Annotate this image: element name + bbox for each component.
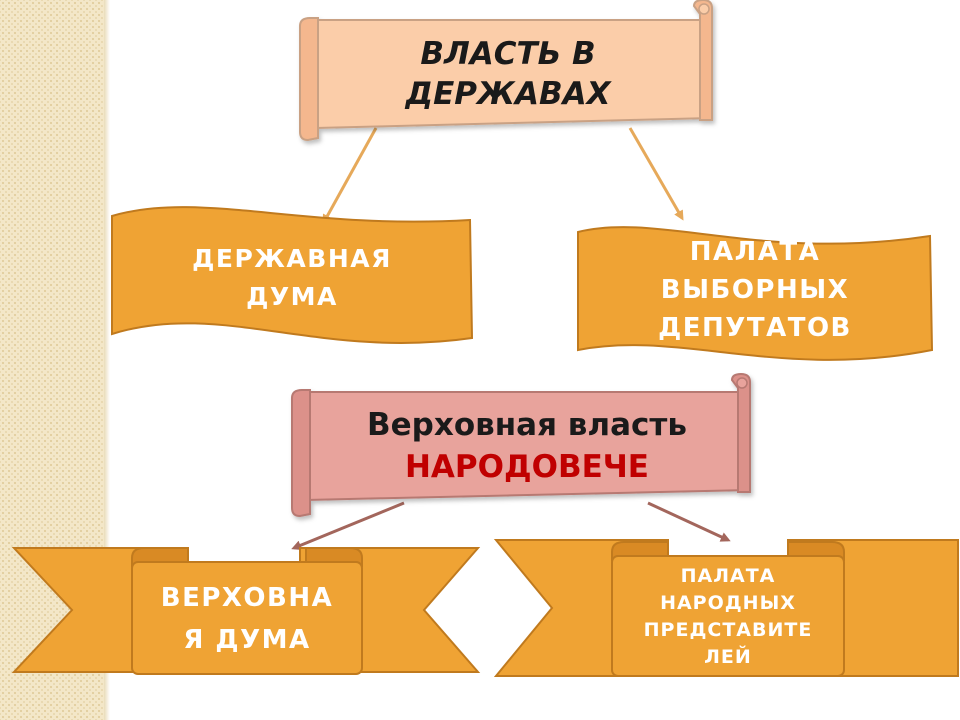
bottom-right-ribbon [493, 539, 959, 677]
top-banner-line2: ДЕРЖАВАХ [405, 76, 611, 112]
middle-scroll-banner [291, 372, 751, 518]
top-scroll-banner [299, 0, 713, 142]
bottom-right-line1: ПАЛАТА [680, 565, 776, 587]
middle-banner-label: Верховная власть НАРОДОВЕЧЕ [312, 400, 742, 492]
right-wave-flag [577, 226, 934, 361]
left-flag-line1: ДЕРЖАВНАЯ [192, 244, 392, 273]
bottom-right-line2: НАРОДНЫХ [660, 592, 796, 614]
right-flag-line2: ВЫБОРНЫХ [660, 275, 850, 305]
left-flag-line2: ДУМА [246, 282, 338, 311]
bottom-right-line3: ПРЕДСТАВИТЕ [643, 619, 813, 641]
arrow-to-bottom-right [647, 501, 731, 542]
arrow-to-right-flag [628, 127, 684, 221]
bottom-left-line2: Я ДУМА [183, 625, 311, 655]
bottom-left-ribbon [11, 547, 481, 675]
bottom-right-line4: ЛЕЙ [704, 646, 752, 668]
middle-banner-line2: НАРОДОВЕЧЕ [404, 449, 649, 485]
top-banner-line1: ВЛАСТЬ В [420, 36, 596, 72]
bottom-left-line1: ВЕРХОВНА [160, 583, 334, 613]
bottom-left-label: ВЕРХОВНА Я ДУМА [136, 570, 358, 668]
sidebar-edge [104, 0, 110, 720]
left-wave-flag [111, 206, 474, 344]
arrow-to-left-flag [322, 127, 378, 225]
right-flag-line1: ПАЛАТА [689, 237, 821, 267]
right-flag-label: ПАЛАТА ВЫБОРНЫХ ДЕПУТАТОВ [600, 234, 910, 346]
top-banner-title: ВЛАСТЬ В ДЕРЖАВАХ [318, 26, 698, 122]
decorative-sidebar [0, 0, 104, 720]
bottom-right-label: ПАЛАТА НАРОДНЫХ ПРЕДСТАВИТЕ ЛЕЙ [616, 562, 840, 672]
left-flag-label: ДЕРЖАВНАЯ ДУМА [132, 236, 452, 320]
middle-banner-line1: Верховная власть [367, 407, 687, 443]
right-flag-line3: ДЕПУТАТОВ [658, 313, 852, 343]
arrow-to-bottom-left [291, 501, 405, 550]
